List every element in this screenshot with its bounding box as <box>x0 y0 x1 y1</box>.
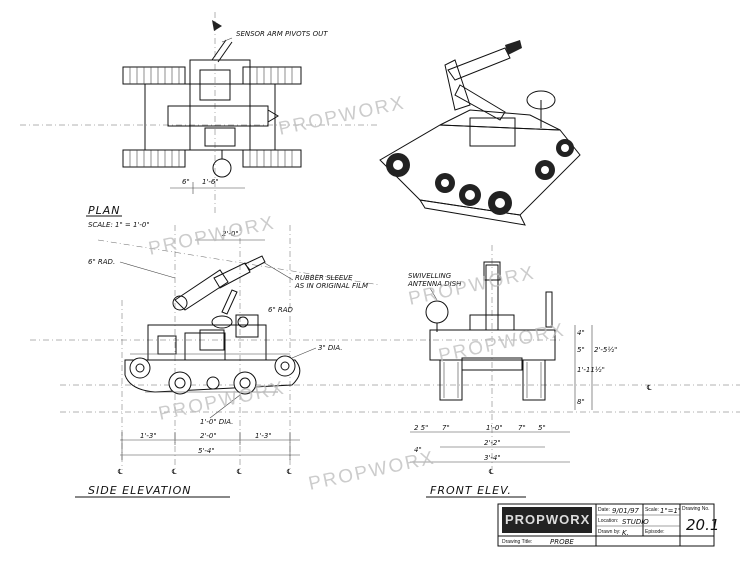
front-dim-5: 5" <box>538 424 546 432</box>
plan-scale: SCALE: 1" = 1'-0" <box>88 221 150 229</box>
front-dim-h5: 5" <box>577 346 585 354</box>
scale-label: Scale: <box>645 507 659 513</box>
watermark-1: PROPWORX <box>277 93 408 140</box>
dia-10-label: 1'-0" DIA. <box>200 418 233 426</box>
location-label: Location: <box>598 518 618 524</box>
rubber-sleeve-label-2: AS IN ORIGINAL FILM <box>294 282 368 290</box>
front-dim-h112: 1'-11½" <box>577 366 605 374</box>
watermark-6: PROPWORX <box>307 448 438 495</box>
front-dim-34: 3'-4" <box>484 454 501 462</box>
front-elevation <box>425 261 556 401</box>
drawing-title-label: Drawing Title: <box>502 539 532 545</box>
location-value: STUDIO <box>622 518 649 526</box>
title-block: PROPWORX Date: 9/01/97 Scale: 1"=1' Loca… <box>497 503 719 547</box>
drawing-no-label: Drawing No. <box>682 506 710 512</box>
construction-lines <box>20 12 740 470</box>
centerline-3: ℄ <box>236 468 242 476</box>
drawn-by-label: Drawn by: <box>598 529 621 535</box>
rubber-sleeve-label: RUBBER SLEEVE <box>295 274 353 282</box>
rad-6-label: 6" RAD. <box>88 258 115 266</box>
side-dim-20: 2'-0" <box>200 432 217 440</box>
centerline-1: ℄ <box>117 468 123 476</box>
date-label: Date: <box>598 507 610 513</box>
swivel-label-2: ANTENNA DISH <box>407 280 462 288</box>
plan-view: 6" 1'-6" <box>122 20 302 194</box>
front-dim-10: 1'-0" <box>486 424 503 432</box>
front-elevation-title: FRONT ELEV. <box>430 484 512 497</box>
front-dim-h2: 2'-5½" <box>594 346 617 354</box>
centerline-2: ℄ <box>171 468 177 476</box>
side-dim-20-top: 2'-0" <box>222 230 239 238</box>
front-dim-7b: 7" <box>518 424 526 432</box>
plan-title: PLAN <box>88 204 121 217</box>
side-elevation-title: SIDE ELEVATION <box>88 484 192 497</box>
drawing-no-value: 20.1 <box>686 516 719 534</box>
episode-label: Episode: <box>645 529 664 535</box>
title-block-logo-text: PROPWORX <box>505 512 590 527</box>
scale-value: 1"=1' <box>660 507 680 515</box>
side-dim-13a: 1'-3" <box>140 432 157 440</box>
title-block-logo <box>502 507 592 533</box>
front-dim-25: 2 5" <box>414 424 428 432</box>
centerline-5: ℄ <box>488 468 494 476</box>
plan-dim-6: 6" <box>182 178 190 186</box>
watermark-2: PROPWORX <box>147 213 278 260</box>
watermark-3: PROPWORX <box>407 263 538 310</box>
sensor-arm-note: SENSOR ARM PIVOTS OUT <box>236 30 328 38</box>
drawing-title-value: PROBE <box>550 538 574 546</box>
front-dim-4: 4" <box>414 446 422 454</box>
swivel-label: SWIVELLING <box>408 272 452 280</box>
perspective-sketch <box>379 40 581 226</box>
front-dim-h4: 4" <box>577 329 585 337</box>
front-dim-7a: 7" <box>442 424 450 432</box>
centerline-6: ℄ <box>646 384 652 392</box>
centerline-4: ℄ <box>286 468 292 476</box>
front-dim-22: 2'-2" <box>484 439 501 447</box>
dia-3-label: 3" DIA. <box>318 344 343 352</box>
side-dim-54: 5'-4" <box>198 447 215 455</box>
drawn-by-value: K. <box>622 529 629 537</box>
side-elevation <box>124 255 301 395</box>
date-value: 9/01/97 <box>612 507 640 515</box>
plan-dim-16: 1'-6" <box>202 178 219 186</box>
front-dim-h8: 8" <box>577 398 585 406</box>
side-dim-13b: 1'-3" <box>255 432 272 440</box>
rad-6-b-label: 6" RAD <box>268 306 294 314</box>
